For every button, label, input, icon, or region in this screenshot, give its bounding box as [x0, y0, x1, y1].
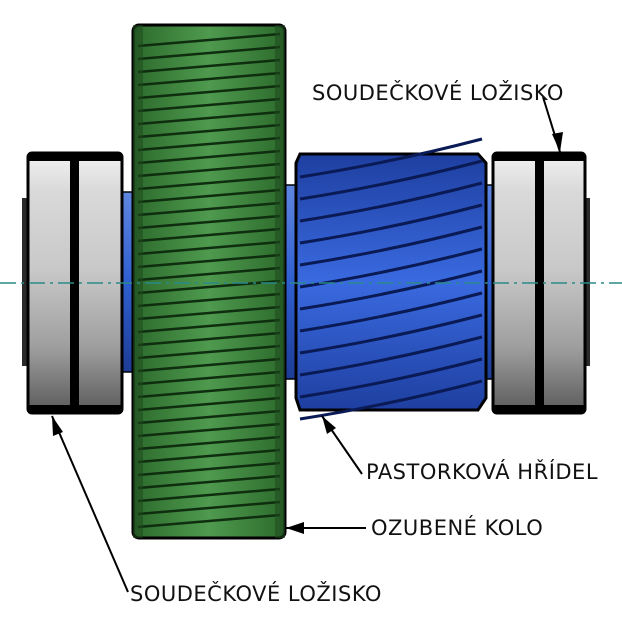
- gear-tooth-line: [137, 435, 281, 451]
- pinion-shaft: [294, 137, 488, 421]
- leader-bottom-bearing: [51, 415, 129, 593]
- arrow-bottom-bearing: [52, 416, 63, 436]
- gear-tooth-line: [137, 240, 281, 256]
- pinion-tooth-line: [299, 291, 483, 333]
- gear-tooth-line: [137, 123, 281, 139]
- gear-tooth-line: [137, 71, 281, 87]
- gear-tooth-line: [137, 461, 281, 477]
- gear-tooth-line: [137, 97, 281, 113]
- gear-tooth-line: [137, 45, 281, 61]
- gear-tooth-line: [137, 383, 281, 399]
- gear-tooth-line: [137, 474, 281, 490]
- gear-wheel: [131, 23, 287, 540]
- gear-tooth-line: [137, 84, 281, 100]
- gear-tooth-line: [137, 422, 281, 438]
- gear-tooth-line: [137, 370, 281, 386]
- gear-tooth-line: [137, 188, 281, 204]
- gear-tooth-line: [137, 227, 281, 243]
- gear-tooth-line: [137, 162, 281, 178]
- gear-tooth-line: [137, 201, 281, 217]
- label-pinion-shaft: PASTORKOVÁ HŘÍDEL: [366, 460, 599, 484]
- gear-tooth-line: [137, 344, 281, 360]
- pinion-tooth-line: [299, 181, 483, 223]
- gear-tooth-line: [137, 500, 281, 516]
- label-gear-wheel: OZUBENÉ KOLO: [371, 516, 544, 540]
- gear-tooth-line: [137, 409, 281, 425]
- gear-tooth-line: [137, 58, 281, 74]
- gear-tooth-line: [137, 331, 281, 347]
- pinion-tooth-line: [299, 269, 483, 311]
- gear-tooth-line: [137, 448, 281, 464]
- label-bottom-bearing: SOUDEČKOVÉ LOŽISKO: [130, 582, 382, 606]
- right-bearing: [491, 151, 590, 415]
- gear-tooth-line: [137, 253, 281, 269]
- gear-tooth-line: [137, 292, 281, 308]
- gear-tooth-line: [137, 513, 281, 529]
- pinion-tooth-line: [299, 137, 483, 179]
- gear-tooth-line: [137, 318, 281, 334]
- gear-tooth-line: [137, 396, 281, 412]
- gear-tooth-line: [137, 305, 281, 321]
- pinion-tooth-line: [299, 357, 483, 399]
- gear-tooth-line: [137, 357, 281, 373]
- label-top-bearing: SOUDEČKOVÉ LOŽISKO: [312, 81, 564, 105]
- pinion-tooth-line: [299, 203, 483, 245]
- gear-tooth-line: [137, 266, 281, 282]
- pinion-tooth-line: [299, 379, 483, 421]
- gear-tooth-line: [137, 214, 281, 230]
- arrow-top-bearing: [552, 132, 563, 152]
- pinion-tooth-line: [299, 225, 483, 267]
- pinion-tooth-line: [299, 313, 483, 355]
- arrow-pinion: [322, 416, 336, 434]
- left-bearing: [22, 151, 124, 415]
- pinion-tooth-line: [299, 335, 483, 377]
- gear-tooth-line: [137, 149, 281, 165]
- gear-tooth-line: [137, 110, 281, 126]
- arrow-gear: [286, 522, 304, 534]
- gear-tooth-line: [137, 136, 281, 152]
- gear-tooth-line: [137, 487, 281, 503]
- pinion-tooth-line: [299, 159, 483, 201]
- gear-tooth-line: [137, 175, 281, 191]
- gear-tooth-line: [137, 32, 281, 48]
- gear-tooth-line: [137, 279, 281, 295]
